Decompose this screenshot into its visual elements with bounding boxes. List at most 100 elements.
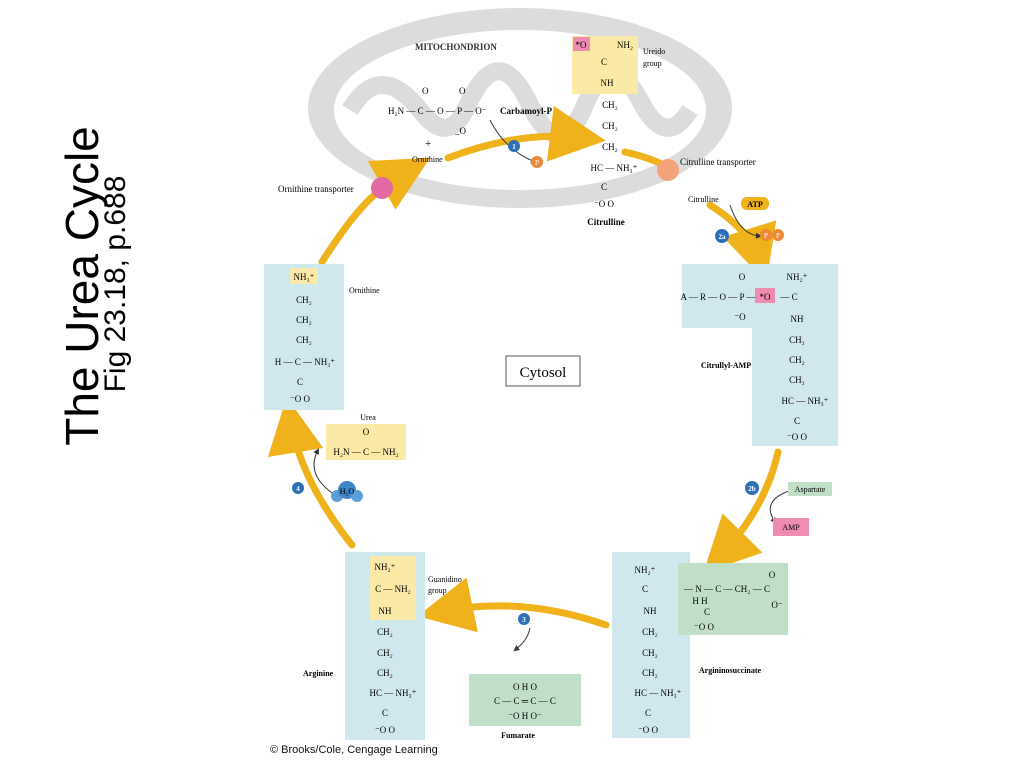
svg-text:O: O xyxy=(769,570,776,580)
svg-text:H₂N — C — O — P — O⁻: H₂N — C — O — P — O⁻ xyxy=(388,106,487,116)
svg-text:CH₂: CH₂ xyxy=(789,355,805,365)
svg-text:⁻O O: ⁻O O xyxy=(290,394,311,404)
arrow-ornithine-in-a xyxy=(318,188,382,266)
argininosuccinate-label: Argininosuccinate xyxy=(699,666,762,675)
svg-text:C — C ═ C — C: C — C ═ C — C xyxy=(494,696,556,706)
aspartate-badge xyxy=(788,482,832,496)
svg-text:ATP: ATP xyxy=(747,200,763,209)
ureido-group-label: Ureido xyxy=(643,47,665,56)
svg-text:A — R — O — P —: A — R — O — P — xyxy=(681,292,757,302)
svg-text:HC — NH₃⁺: HC — NH₃⁺ xyxy=(782,396,829,406)
svg-text:NH: NH xyxy=(601,78,614,88)
svg-text:H H: H H xyxy=(692,596,708,606)
svg-text:⁻O O: ⁻O O xyxy=(694,622,715,632)
svg-text:P: P xyxy=(764,232,768,240)
arginine-structure: NH₂⁺ C — NH₂ NH CH₂ CH₂ CH₂ HC — NH₃⁺ C … xyxy=(345,552,425,740)
ppi-icon-1 xyxy=(760,229,772,241)
phosphate-icon xyxy=(531,156,543,168)
water-icon: H₂O xyxy=(331,481,363,502)
svg-text:C: C xyxy=(645,708,651,718)
fumarate-label: Fumarate xyxy=(501,731,535,740)
svg-text:O H O: O H O xyxy=(513,682,537,692)
step-badge-4: 4 xyxy=(296,485,300,493)
svg-text:NH: NH xyxy=(644,606,657,616)
svg-text:O: O xyxy=(459,86,466,96)
svg-text:⁻O O: ⁻O O xyxy=(594,199,615,209)
citrulline-cytosol-label: Citrulline xyxy=(688,195,719,204)
svg-text:NH₂: NH₂ xyxy=(617,40,633,50)
svg-text:C: C xyxy=(704,607,710,617)
urea-structure: Urea O H₂N — C — NH₂ xyxy=(326,413,406,460)
svg-text:*O: *O xyxy=(576,40,588,50)
citrulline-transporter-label: Citrulline transporter xyxy=(680,157,756,167)
citrulline-transporter-icon xyxy=(657,159,679,181)
svg-text:HC — NH₃⁺: HC — NH₃⁺ xyxy=(370,688,417,698)
svg-text:NH₃⁺: NH₃⁺ xyxy=(294,272,315,282)
svg-text:*O: *O xyxy=(760,292,772,302)
svg-text:O: O xyxy=(739,272,746,282)
svg-text:⁻O O: ⁻O O xyxy=(787,432,808,442)
svg-text:CH₂: CH₂ xyxy=(296,315,312,325)
svg-text:O: O xyxy=(422,86,429,96)
mitochondrion-label: MITOCHONDRION xyxy=(415,42,497,52)
svg-text:CH₂: CH₂ xyxy=(377,668,393,678)
ornithine-in-label: Ornithine xyxy=(412,155,443,164)
svg-text:⁻O O: ⁻O O xyxy=(375,725,396,735)
carbamoyl-phosphate: O O H₂N — C — O — P — O⁻ _O Carbamoyl-P … xyxy=(388,86,552,164)
ppi-icon-2 xyxy=(772,229,784,241)
svg-text:O: O xyxy=(363,427,370,437)
arrow-step4 xyxy=(267,397,356,549)
svg-text:H — C — NH₃⁺: H — C — NH₃⁺ xyxy=(275,357,336,367)
svg-text:CH₂: CH₂ xyxy=(296,335,312,345)
svg-text:C: C xyxy=(601,57,607,67)
cycle-arrows xyxy=(267,105,782,633)
svg-text:— N — C — CH₂ — C: — N — C — CH₂ — C xyxy=(683,584,770,594)
svg-text:C: C xyxy=(297,377,303,387)
step-badge-1: 1 xyxy=(512,143,516,151)
svg-text:Aspartate: Aspartate xyxy=(795,485,826,494)
svg-text:P: P xyxy=(776,232,780,240)
svg-text:group: group xyxy=(428,586,447,595)
svg-text:C — NH₂: C — NH₂ xyxy=(375,584,411,594)
svg-text:NH₂⁺: NH₂⁺ xyxy=(375,562,396,572)
svg-text:CH₂: CH₂ xyxy=(296,295,312,305)
svg-text:group: group xyxy=(643,59,662,68)
svg-text:⁻O: ⁻O xyxy=(734,312,746,322)
svg-text:NH: NH xyxy=(791,314,804,324)
citrulline-label: Citrulline xyxy=(587,217,625,227)
ornithine-structure: NH₃⁺ CH₂ CH₂ CH₂ H — C — NH₃⁺ C ⁻O O xyxy=(264,264,344,410)
svg-text:C: C xyxy=(382,708,388,718)
svg-text:CH₂: CH₂ xyxy=(602,100,618,110)
ornithine-transporter-label: Ornithine transporter xyxy=(278,184,354,194)
step-badges: 1 2a 2b 3 4 xyxy=(292,140,759,625)
svg-text:NH₂⁺: NH₂⁺ xyxy=(787,272,808,282)
argininosuccinate-structure: NH₂⁺ C NH CH₂ CH₂ CH₂ HC — NH₃⁺ C ⁻O O —… xyxy=(612,552,788,738)
citrulline-structure: *O NH₂ C NH CH₂ CH₂ CH₂ HC — NH₃⁺ C ⁻O O… xyxy=(572,36,638,227)
urea-label: Urea xyxy=(360,413,376,422)
arrow-step2a xyxy=(706,201,777,283)
svg-text:H₂N — C — NH₂: H₂N — C — NH₂ xyxy=(333,447,398,457)
amp-badge xyxy=(773,518,809,536)
fumarate-structure: O H O C — C ═ C — C ⁻O H O⁻ Fumarate xyxy=(469,674,581,740)
citrullyl-amp-label: Citrullyl-AMP xyxy=(701,361,751,370)
atp-badge xyxy=(741,197,769,210)
svg-text:CH₂: CH₂ xyxy=(642,648,658,658)
copyright: © Brooks/Cole, Cengage Learning xyxy=(270,744,438,756)
ornithine-label: Ornithine xyxy=(349,286,380,295)
svg-text:C: C xyxy=(601,182,607,192)
step-badge-3: 3 xyxy=(522,616,526,624)
svg-text:CH₂: CH₂ xyxy=(377,648,393,658)
svg-text:NH₂⁺: NH₂⁺ xyxy=(635,565,656,575)
ornithine-transporter-icon xyxy=(371,177,393,199)
svg-text:O⁻: O⁻ xyxy=(771,600,782,610)
svg-text:CH₂: CH₂ xyxy=(642,668,658,678)
citrullyl-amp-structure: O A — R — O — P — ⁻O *O NH₂⁺ — C NH CH₂ … xyxy=(681,264,838,446)
svg-text:AMP: AMP xyxy=(782,523,800,532)
svg-text:CH₂: CH₂ xyxy=(642,627,658,637)
step-badge-2a: 2a xyxy=(719,233,727,241)
svg-text:HC — NH₃⁺: HC — NH₃⁺ xyxy=(591,163,638,173)
svg-text:HC — NH₃⁺: HC — NH₃⁺ xyxy=(635,688,682,698)
cytosol-box xyxy=(505,355,581,387)
